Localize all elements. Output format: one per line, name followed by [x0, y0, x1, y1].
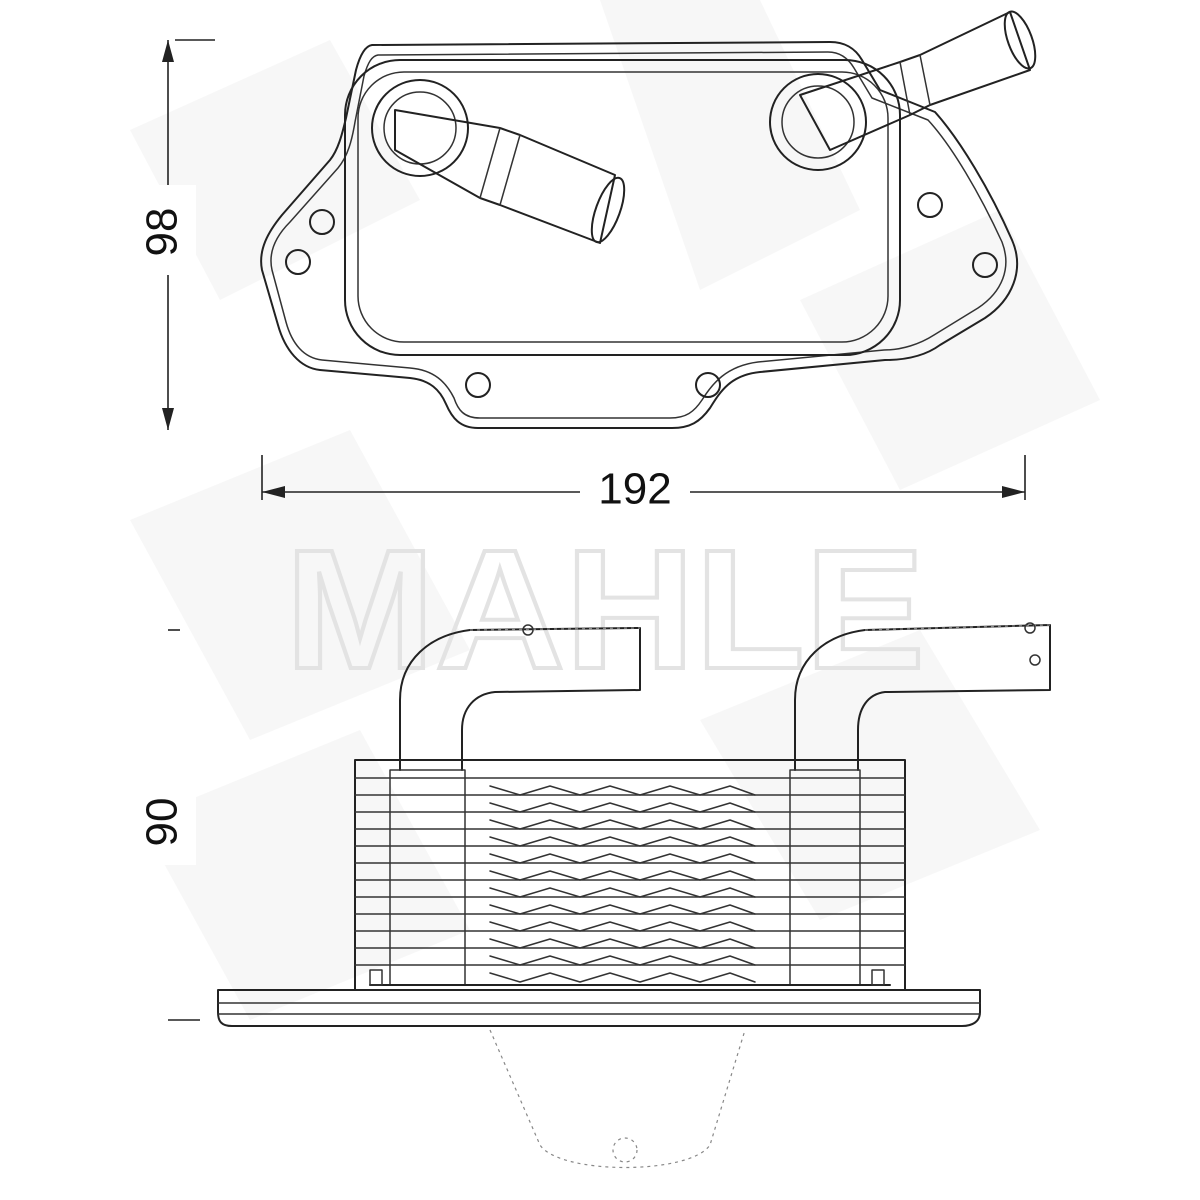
side-mounting-tab: [489, 1029, 746, 1168]
dimension-height-side: 90: [138, 629, 200, 1021]
top-flange-outline: [260, 41, 1019, 429]
mounting-hole-icon: [917, 192, 943, 218]
left-pipe-collar: [479, 127, 501, 199]
dimension-height-top: 98: [138, 39, 215, 430]
right-pipe-end: [1003, 10, 1037, 70]
mounting-hole-icon: [285, 249, 311, 275]
side-base-clip: [369, 969, 383, 986]
pipe-end-marker-icon: [522, 624, 534, 636]
left-pipe-end: [590, 176, 626, 244]
left-pipe-collar: [499, 134, 521, 206]
mounting-hole-icon: [695, 372, 721, 398]
watermark-logo: MAHLE: [285, 515, 925, 705]
mounting-hole-icon: [309, 209, 335, 235]
right-pipe-boss: [769, 73, 867, 171]
mounting-tab-hole-icon: [612, 1137, 638, 1163]
side-base-clip: [871, 969, 885, 986]
dimension-label-90: 90: [138, 798, 187, 847]
pipe-end-marker-icon: [1024, 622, 1036, 634]
top-view: [260, 10, 1037, 429]
side-core-plates: [354, 777, 906, 966]
side-core-fins: [489, 785, 756, 983]
top-body-outline: [344, 59, 901, 356]
side-base-plate: [217, 989, 981, 1027]
dimension-width: 192: [261, 455, 1026, 519]
mounting-hole-icon: [972, 252, 998, 278]
right-pipe-boss-inner: [781, 85, 855, 159]
right-pipe: [799, 11, 1031, 151]
mounting-hole-icon: [465, 372, 491, 398]
left-pipe-boss: [371, 79, 469, 177]
dimension-label-98: 98: [138, 208, 187, 257]
left-pipe: [394, 109, 616, 244]
pipe-end-marker-icon: [1029, 654, 1041, 666]
dimension-label-192: 192: [598, 465, 671, 514]
right-pipe-collar: [919, 54, 931, 106]
top-body-inner-outline: [357, 71, 889, 343]
top-flange-inner-outline: [270, 51, 1007, 419]
side-view: [217, 622, 1051, 1168]
right-pipe-collar: [899, 61, 911, 116]
